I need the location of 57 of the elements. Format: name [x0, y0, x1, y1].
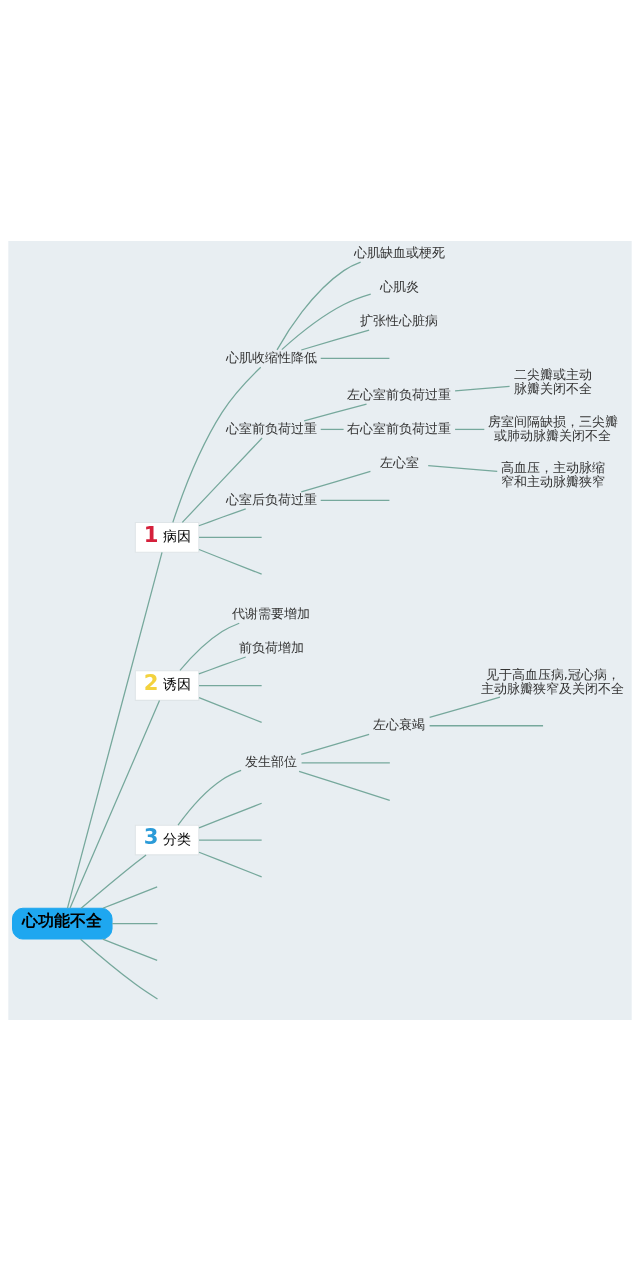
- connector: [102, 886, 158, 909]
- connector: [198, 697, 263, 723]
- node-text: 高血压，主动脉缩窄和主动脉瓣狭窄: [500, 460, 605, 490]
- node-box: 1 病因: [134, 522, 200, 553]
- connector: [320, 499, 391, 501]
- connector: [320, 357, 391, 360]
- connector: [198, 548, 263, 575]
- node-text: 心室前负荷过重: [225, 420, 317, 436]
- node-text: 心肌缺血或梗死: [353, 244, 445, 260]
- connector: [79, 938, 159, 1000]
- connector: [102, 938, 158, 962]
- node-text: 代谢需要增加: [232, 605, 311, 621]
- connector: [172, 366, 262, 523]
- connector: [427, 464, 498, 473]
- connector: [300, 470, 372, 493]
- node-text: 心室后负荷过重: [225, 491, 317, 507]
- connector: [198, 802, 263, 829]
- node-text: 左心室前负荷过重: [347, 386, 452, 402]
- node-box: 2 诱因: [134, 670, 200, 701]
- connector: [300, 733, 370, 755]
- connector: [429, 725, 544, 727]
- connector: [198, 851, 263, 878]
- connector: [69, 699, 161, 909]
- connector: [454, 385, 511, 392]
- connector: [66, 551, 163, 909]
- connector: [181, 437, 263, 523]
- connector: [303, 403, 368, 422]
- connector: [111, 923, 159, 925]
- connector: [276, 261, 362, 351]
- connector: [320, 428, 345, 431]
- node-text: 左心室: [379, 454, 419, 470]
- node-text: 右心室前负荷过重: [347, 420, 452, 436]
- connector: [198, 508, 247, 527]
- connector: [198, 536, 263, 538]
- connector: [300, 762, 391, 764]
- node-text: 见于高血压病,冠心病，主动脉瓣狭窄及关闭不全: [481, 666, 625, 696]
- node-text: 发生部位: [245, 754, 298, 770]
- node-box: 心功能不全: [12, 907, 113, 940]
- connector: [454, 428, 485, 431]
- connector: [429, 696, 501, 719]
- connector: [300, 329, 370, 351]
- connector: [198, 684, 263, 687]
- connector: [177, 769, 242, 826]
- node-box: 3 分类: [134, 824, 200, 856]
- connector: [179, 622, 240, 672]
- node-text: 心肌收缩性降低: [225, 349, 317, 365]
- node-text: 左心衰竭: [373, 717, 426, 733]
- node-text: 前负荷增加: [238, 639, 304, 655]
- node-text: 二尖瓣或主动脉瓣关闭不全: [513, 367, 592, 396]
- connector: [281, 293, 372, 351]
- node-text: 扩张性心脏病: [360, 312, 439, 328]
- connector: [198, 656, 247, 675]
- connector: [298, 770, 391, 801]
- node-text: 房室间隔缺损，三尖瓣或肺动脉瓣关闭不全: [487, 413, 618, 443]
- node-text: 心肌炎: [379, 278, 419, 294]
- connector: [198, 839, 263, 841]
- connector: [80, 854, 147, 909]
